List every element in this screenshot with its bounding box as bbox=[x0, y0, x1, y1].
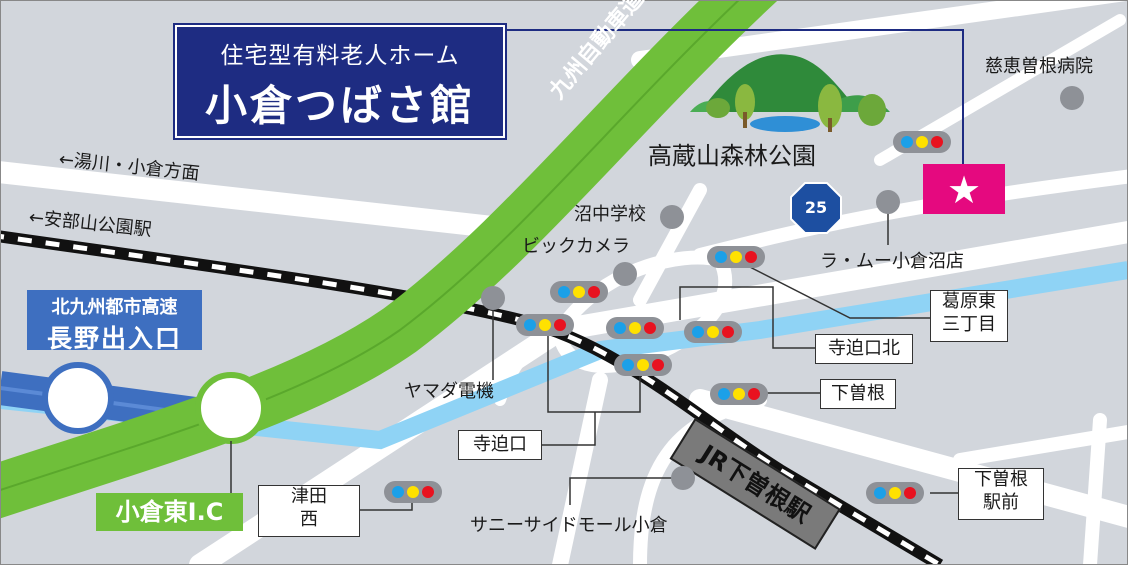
traffic-light bbox=[710, 383, 768, 405]
intersection-jisako: 寺迫口 bbox=[458, 430, 542, 460]
bic-camera-label: ビックカメラ bbox=[522, 236, 630, 257]
leader-tsuda bbox=[360, 502, 413, 511]
traffic-light bbox=[866, 482, 924, 504]
road-yugawa bbox=[0, 161, 531, 241]
leader-jisako bbox=[540, 328, 641, 446]
yamada-marker bbox=[481, 286, 505, 310]
la-mu-label: ラ・ムー小倉沼店 bbox=[820, 251, 964, 272]
leader-sunnyside bbox=[569, 477, 683, 505]
intersection-jisakokita-label: 寺迫口北 bbox=[828, 338, 900, 359]
traffic-light bbox=[684, 321, 742, 343]
park-illustration bbox=[690, 54, 890, 132]
exit-name: 長野出入口 bbox=[46, 324, 182, 353]
traffic-light bbox=[707, 246, 765, 268]
intersection-tsuda-l2: 西 bbox=[300, 508, 318, 530]
railway bbox=[0, 230, 944, 565]
road-mid-east bbox=[693, 169, 1128, 262]
park-label: 高蔵山森林公園 bbox=[648, 142, 816, 170]
traffic-light bbox=[516, 314, 574, 336]
nagano-interchange bbox=[42, 362, 114, 434]
facility-title: 住宅型有料老人ホーム 小倉つばさ館 bbox=[173, 23, 507, 140]
facility-name: 小倉つばさ館 bbox=[204, 81, 475, 130]
road-south-2 bbox=[552, 372, 608, 565]
school-label: 沼中学校 bbox=[574, 204, 646, 225]
road-southeast bbox=[689, 389, 1128, 529]
intersection-tsuda-l1: 津田 bbox=[291, 486, 327, 507]
road-east-low bbox=[953, 424, 1128, 467]
intersection-tsuda: 津田 西 bbox=[258, 485, 360, 537]
destination-marker: ★ bbox=[923, 164, 1005, 214]
school-marker bbox=[660, 205, 684, 229]
intersection-katsurahara-l1: 葛原東 bbox=[942, 291, 996, 312]
kokura-higashi-interchange bbox=[195, 372, 267, 444]
bic-camera-marker bbox=[613, 262, 637, 286]
yamada-label: ヤマダ電機 bbox=[404, 381, 494, 402]
road-vertical-east bbox=[1083, 413, 1107, 565]
la-mu-marker bbox=[876, 190, 900, 214]
intersection-katsurahara-l2: 三丁目 bbox=[942, 313, 996, 335]
intersection-shimosone-eki: 下曽根 駅前 bbox=[958, 468, 1044, 520]
leader-jisakokita bbox=[679, 286, 815, 349]
sunnyside-label: サニーサイドモール小倉 bbox=[470, 515, 668, 536]
traffic-light bbox=[614, 354, 672, 376]
nagano-exit-label: 北九州都市高速 長野出入口 bbox=[27, 290, 202, 353]
intersection-shimosone-label: 下曽根 bbox=[831, 383, 885, 404]
traffic-light bbox=[606, 317, 664, 339]
sunnyside-marker bbox=[671, 466, 695, 490]
intersection-shimosone-eki-l2: 駅前 bbox=[983, 491, 1019, 513]
intersection-katsurahara: 葛原東 三丁目 bbox=[930, 290, 1008, 342]
ic-label: 小倉東I.C bbox=[96, 493, 243, 531]
leader-title-to-destination bbox=[505, 29, 964, 165]
intersection-shimosone-eki-l1: 下曽根 bbox=[974, 469, 1028, 490]
intersection-shimosone: 下曽根 bbox=[820, 379, 896, 409]
traffic-light bbox=[550, 281, 608, 303]
intersection-jisako-label: 寺迫口 bbox=[473, 434, 527, 455]
hospital-label: 慈恵曽根病院 bbox=[985, 56, 1093, 77]
exit-operator: 北九州都市高速 bbox=[51, 297, 178, 318]
leader-katsurahara bbox=[739, 261, 930, 319]
traffic-light bbox=[893, 131, 951, 153]
road-junction-north bbox=[633, 183, 707, 307]
route-number: 25 bbox=[804, 198, 828, 217]
road-main-east bbox=[549, 220, 1128, 341]
kyushu-expressway-edge bbox=[0, 0, 741, 492]
facility-type: 住宅型有料老人ホーム bbox=[220, 43, 460, 69]
intersection-jisakokita: 寺迫口北 bbox=[815, 334, 913, 364]
hospital-marker bbox=[1060, 86, 1084, 110]
traffic-light bbox=[384, 481, 442, 503]
